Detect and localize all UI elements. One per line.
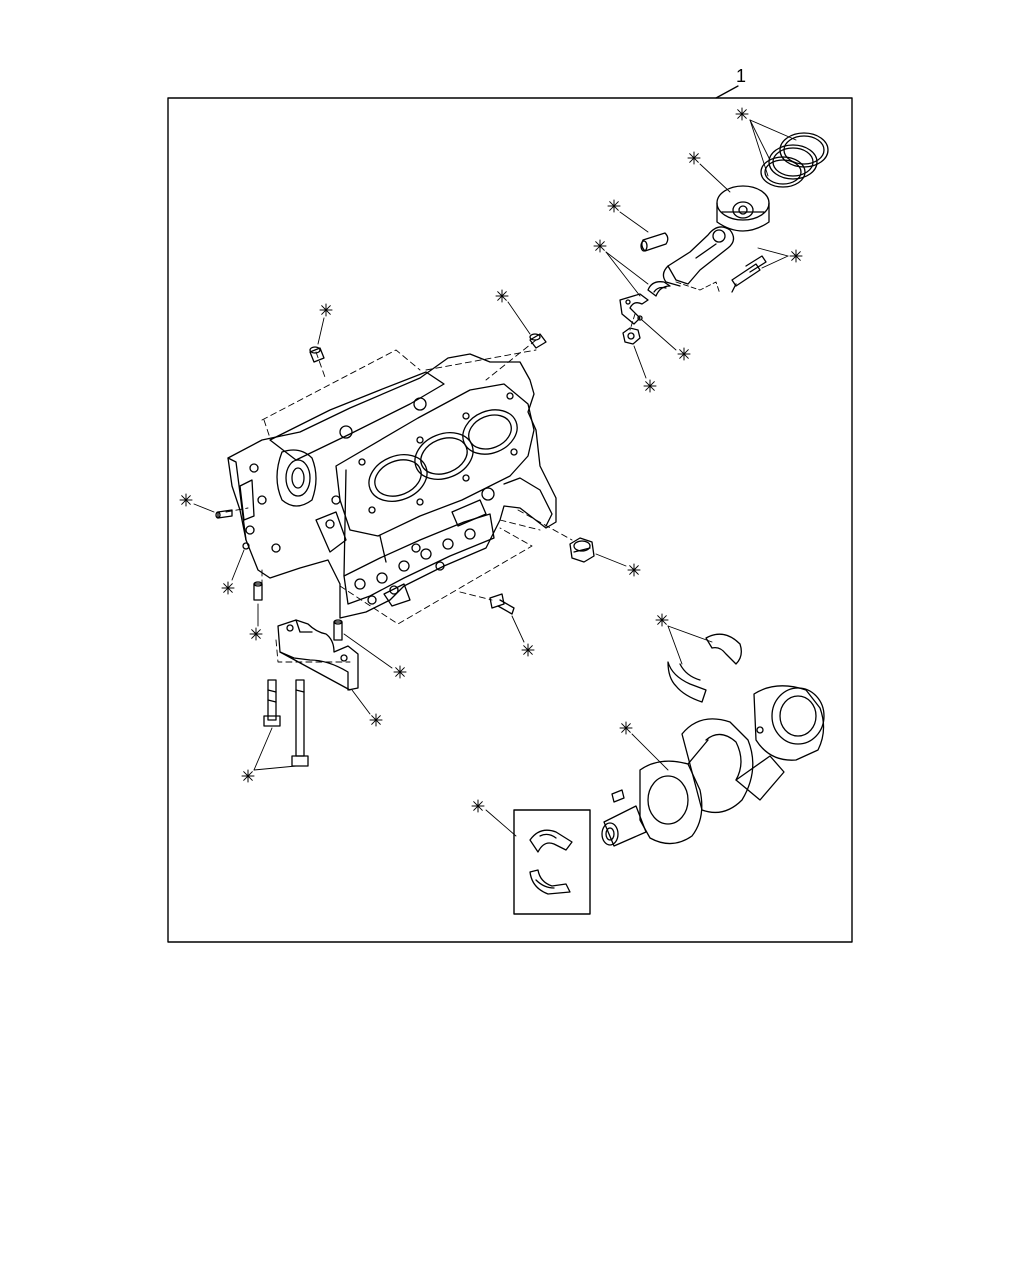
rod-guide-lines [629, 281, 721, 331]
side-bolt-icon [489, 593, 515, 615]
small-plug-icon [242, 542, 250, 550]
piston-icon [716, 185, 770, 232]
kit-markers [179, 107, 803, 837]
main-cap-bolts-icon [263, 679, 309, 767]
cylinder-block-icon [227, 353, 557, 619]
rod-bolts-icon [731, 255, 767, 293]
callout-leader [715, 85, 739, 99]
lower-pin-icon [253, 581, 263, 601]
block-guide-lines [225, 339, 573, 663]
piston-rings-icon [760, 132, 829, 188]
front-pin-icon [215, 509, 233, 519]
callout-number: 1 [736, 66, 746, 86]
piston-pin-icon [640, 232, 669, 252]
dowel-top-left-icon [309, 346, 325, 363]
thrust-washers-icon [667, 633, 742, 703]
drain-plug-icon [569, 537, 595, 563]
dowel-top-right-icon [529, 333, 547, 349]
main-bearing-shells-icon [513, 809, 591, 915]
connecting-rod-icon [662, 226, 735, 287]
rod-bearing-icon [647, 281, 671, 297]
crankshaft-icon [601, 685, 825, 847]
main-cap-dowel-icon [333, 619, 343, 641]
diagram-frame [167, 97, 853, 943]
main-bearing-cap-icon [277, 619, 359, 691]
rod-cap-icon [619, 293, 649, 325]
rod-nut-icon [622, 327, 641, 345]
